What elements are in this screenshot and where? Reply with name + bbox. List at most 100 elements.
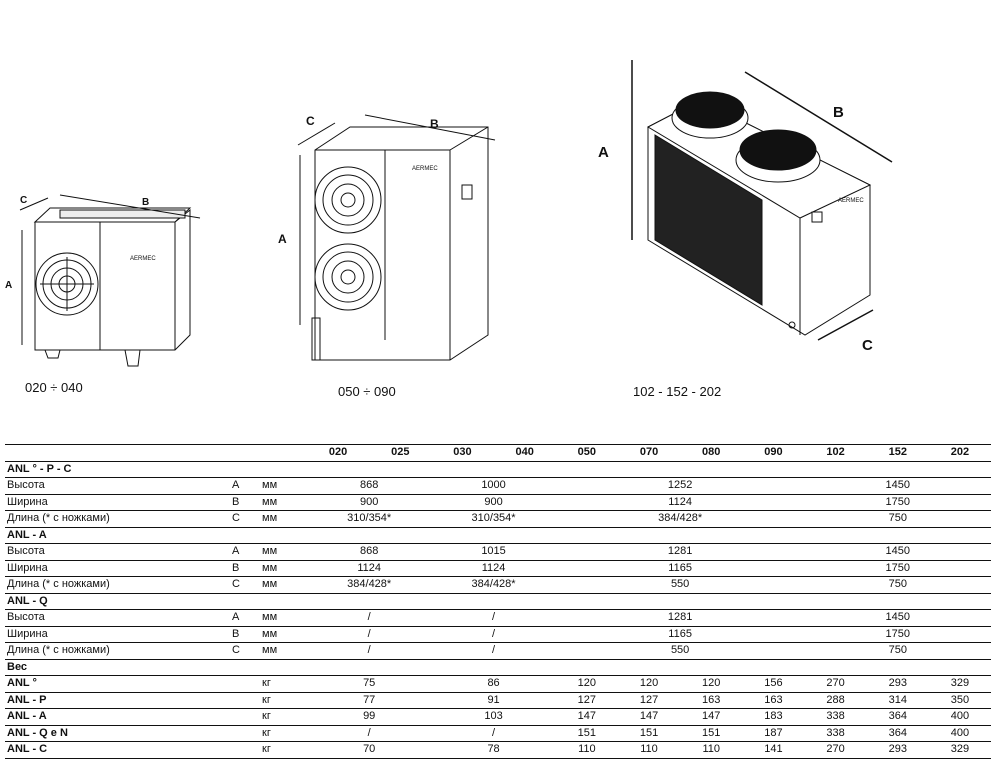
value-cell: 187 bbox=[742, 725, 805, 742]
value-cell: 750 bbox=[804, 642, 992, 660]
value-cell: 110 bbox=[617, 741, 681, 759]
value-cell: 1450 bbox=[804, 609, 992, 627]
value-cell: 141 bbox=[742, 741, 805, 759]
value-cell: 75 bbox=[307, 675, 432, 693]
section-row: ANL - A bbox=[5, 527, 992, 544]
value-cell: / bbox=[431, 725, 556, 742]
dimension-letter bbox=[230, 708, 260, 726]
value-cell: 1124 bbox=[431, 560, 556, 577]
value-cell: 151 bbox=[680, 725, 743, 742]
value-cell: 868 bbox=[307, 543, 432, 561]
value-cell: 1015 bbox=[431, 543, 556, 561]
value-cell: 151 bbox=[555, 725, 618, 742]
value-cell: 338 bbox=[804, 708, 867, 726]
value-cell: 1281 bbox=[555, 609, 805, 627]
dimension-letter bbox=[230, 692, 260, 709]
dim-c-medium: C bbox=[306, 114, 315, 128]
unit: мм bbox=[260, 543, 307, 561]
unit: мм bbox=[260, 494, 307, 511]
value-cell: 163 bbox=[680, 692, 743, 709]
value-cell: 163 bbox=[742, 692, 805, 709]
section-title: Вес bbox=[5, 659, 992, 676]
value-cell: 127 bbox=[555, 692, 618, 709]
caption-medium-unit: 050 ÷ 090 bbox=[338, 384, 396, 399]
row-label: Ширина bbox=[5, 626, 230, 643]
value-cell: / bbox=[307, 609, 432, 627]
value-cell: / bbox=[307, 626, 432, 643]
value-cell: 78 bbox=[431, 741, 556, 759]
value-cell: 350 bbox=[928, 692, 992, 709]
value-cell: 750 bbox=[804, 510, 992, 528]
value-cell: 310/354* bbox=[307, 510, 432, 528]
brand-logo: AERMEC bbox=[130, 256, 156, 262]
value-cell: 120 bbox=[555, 675, 618, 693]
value-cell: 151 bbox=[617, 725, 681, 742]
value-cell: / bbox=[431, 609, 556, 627]
value-cell: / bbox=[431, 642, 556, 660]
dimension-letter bbox=[230, 741, 260, 759]
value-cell: 99 bbox=[307, 708, 432, 726]
value-cell: / bbox=[307, 642, 432, 660]
value-cell: 1124 bbox=[555, 494, 805, 511]
value-cell: 293 bbox=[866, 675, 929, 693]
dim-b-medium: B bbox=[430, 117, 439, 131]
unit-drawings: A B C AERMEC A B C AERMEC bbox=[5, 60, 893, 367]
dimension-letter bbox=[230, 725, 260, 742]
column-header-090: 090 bbox=[742, 444, 805, 462]
dimension-letter: C bbox=[230, 576, 260, 594]
brand-logo: AERMEC bbox=[412, 166, 438, 172]
dimension-letter: B bbox=[230, 626, 260, 643]
value-cell: 288 bbox=[804, 692, 867, 709]
value-cell: 183 bbox=[742, 708, 805, 726]
value-cell: 384/428* bbox=[431, 576, 556, 594]
value-cell: 127 bbox=[617, 692, 681, 709]
unit: кг bbox=[260, 708, 307, 726]
row-label: Ширина bbox=[5, 494, 230, 511]
brand-logo: AERMEC bbox=[838, 198, 864, 204]
unit: кг bbox=[260, 741, 307, 759]
row-label: ANL - C bbox=[5, 741, 230, 759]
dimension-letter: C bbox=[230, 642, 260, 660]
unit: мм bbox=[260, 642, 307, 660]
column-header-070: 070 bbox=[617, 444, 681, 462]
value-cell: 310/354* bbox=[431, 510, 556, 528]
column-header-040: 040 bbox=[493, 444, 556, 462]
value-cell: 270 bbox=[804, 741, 867, 759]
dim-c-small: C bbox=[20, 195, 27, 206]
value-cell: 338 bbox=[804, 725, 867, 742]
column-header-202: 202 bbox=[928, 444, 992, 462]
column-header-102: 102 bbox=[804, 444, 867, 462]
value-cell: 1750 bbox=[804, 626, 992, 643]
fan-icon bbox=[35, 252, 99, 316]
value-cell: 1252 bbox=[555, 477, 805, 495]
value-cell: 750 bbox=[804, 576, 992, 594]
value-cell: 70 bbox=[307, 741, 432, 759]
column-header-050: 050 bbox=[555, 444, 618, 462]
value-cell: 120 bbox=[680, 675, 743, 693]
caption-large-unit: 102 - 152 - 202 bbox=[633, 384, 722, 399]
value-cell: 91 bbox=[431, 692, 556, 709]
dimension-letter: C bbox=[230, 510, 260, 528]
dimension-letter bbox=[230, 675, 260, 693]
value-cell: 293 bbox=[866, 741, 929, 759]
dimension-letter: B bbox=[230, 560, 260, 577]
value-cell: 110 bbox=[555, 741, 618, 759]
unit-drawing-medium: A B C AERMEC bbox=[278, 114, 496, 361]
row-label: ANL - A bbox=[5, 708, 230, 726]
value-cell: 110 bbox=[680, 741, 743, 759]
value-cell: 550 bbox=[555, 576, 805, 594]
row-label: ANL - P bbox=[5, 692, 230, 709]
value-cell: 384/428* bbox=[555, 510, 805, 528]
dim-a-medium: A bbox=[278, 232, 287, 246]
section-title: ANL ° - P - C bbox=[5, 461, 992, 478]
value-cell: 77 bbox=[307, 692, 432, 709]
